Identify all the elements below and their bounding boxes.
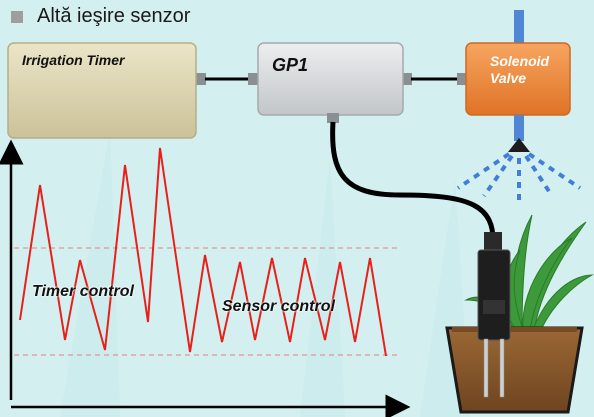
gp1-box	[257, 42, 404, 116]
valve-label-line2: Valve	[490, 70, 527, 86]
sensor-control-label: Sensor control	[222, 298, 335, 315]
solenoid-valve	[465, 10, 571, 152]
bullet-marker	[11, 11, 23, 23]
background-texture	[60, 130, 470, 417]
soil-moisture-sensor-icon	[477, 232, 511, 398]
slide-title: Altă ieşire senzor	[37, 5, 191, 27]
moisture-signal-line	[19, 147, 387, 357]
sensor-cable	[330, 121, 496, 246]
gp-bottom-connector-plug	[327, 113, 339, 123]
gp1-label: GP1	[272, 55, 309, 75]
outlet-pipe	[514, 115, 524, 141]
graph-axes	[0, 139, 411, 417]
valve-label-line1: Solenoid	[490, 53, 550, 69]
irrigation-timer-box	[7, 42, 197, 139]
timer-control-label: Timer control	[32, 283, 134, 300]
sprinkler-head-icon	[508, 138, 530, 152]
plant-pot	[445, 326, 584, 414]
timer-connector-plug	[194, 73, 206, 85]
solenoid-valve-label: Solenoid Valve	[490, 53, 549, 87]
irrigation-timer-label: Irrigation Timer	[22, 52, 125, 68]
inlet-pipe	[514, 10, 524, 46]
water-spray-icon	[456, 152, 582, 200]
gp-left-connector-plug	[248, 73, 260, 85]
